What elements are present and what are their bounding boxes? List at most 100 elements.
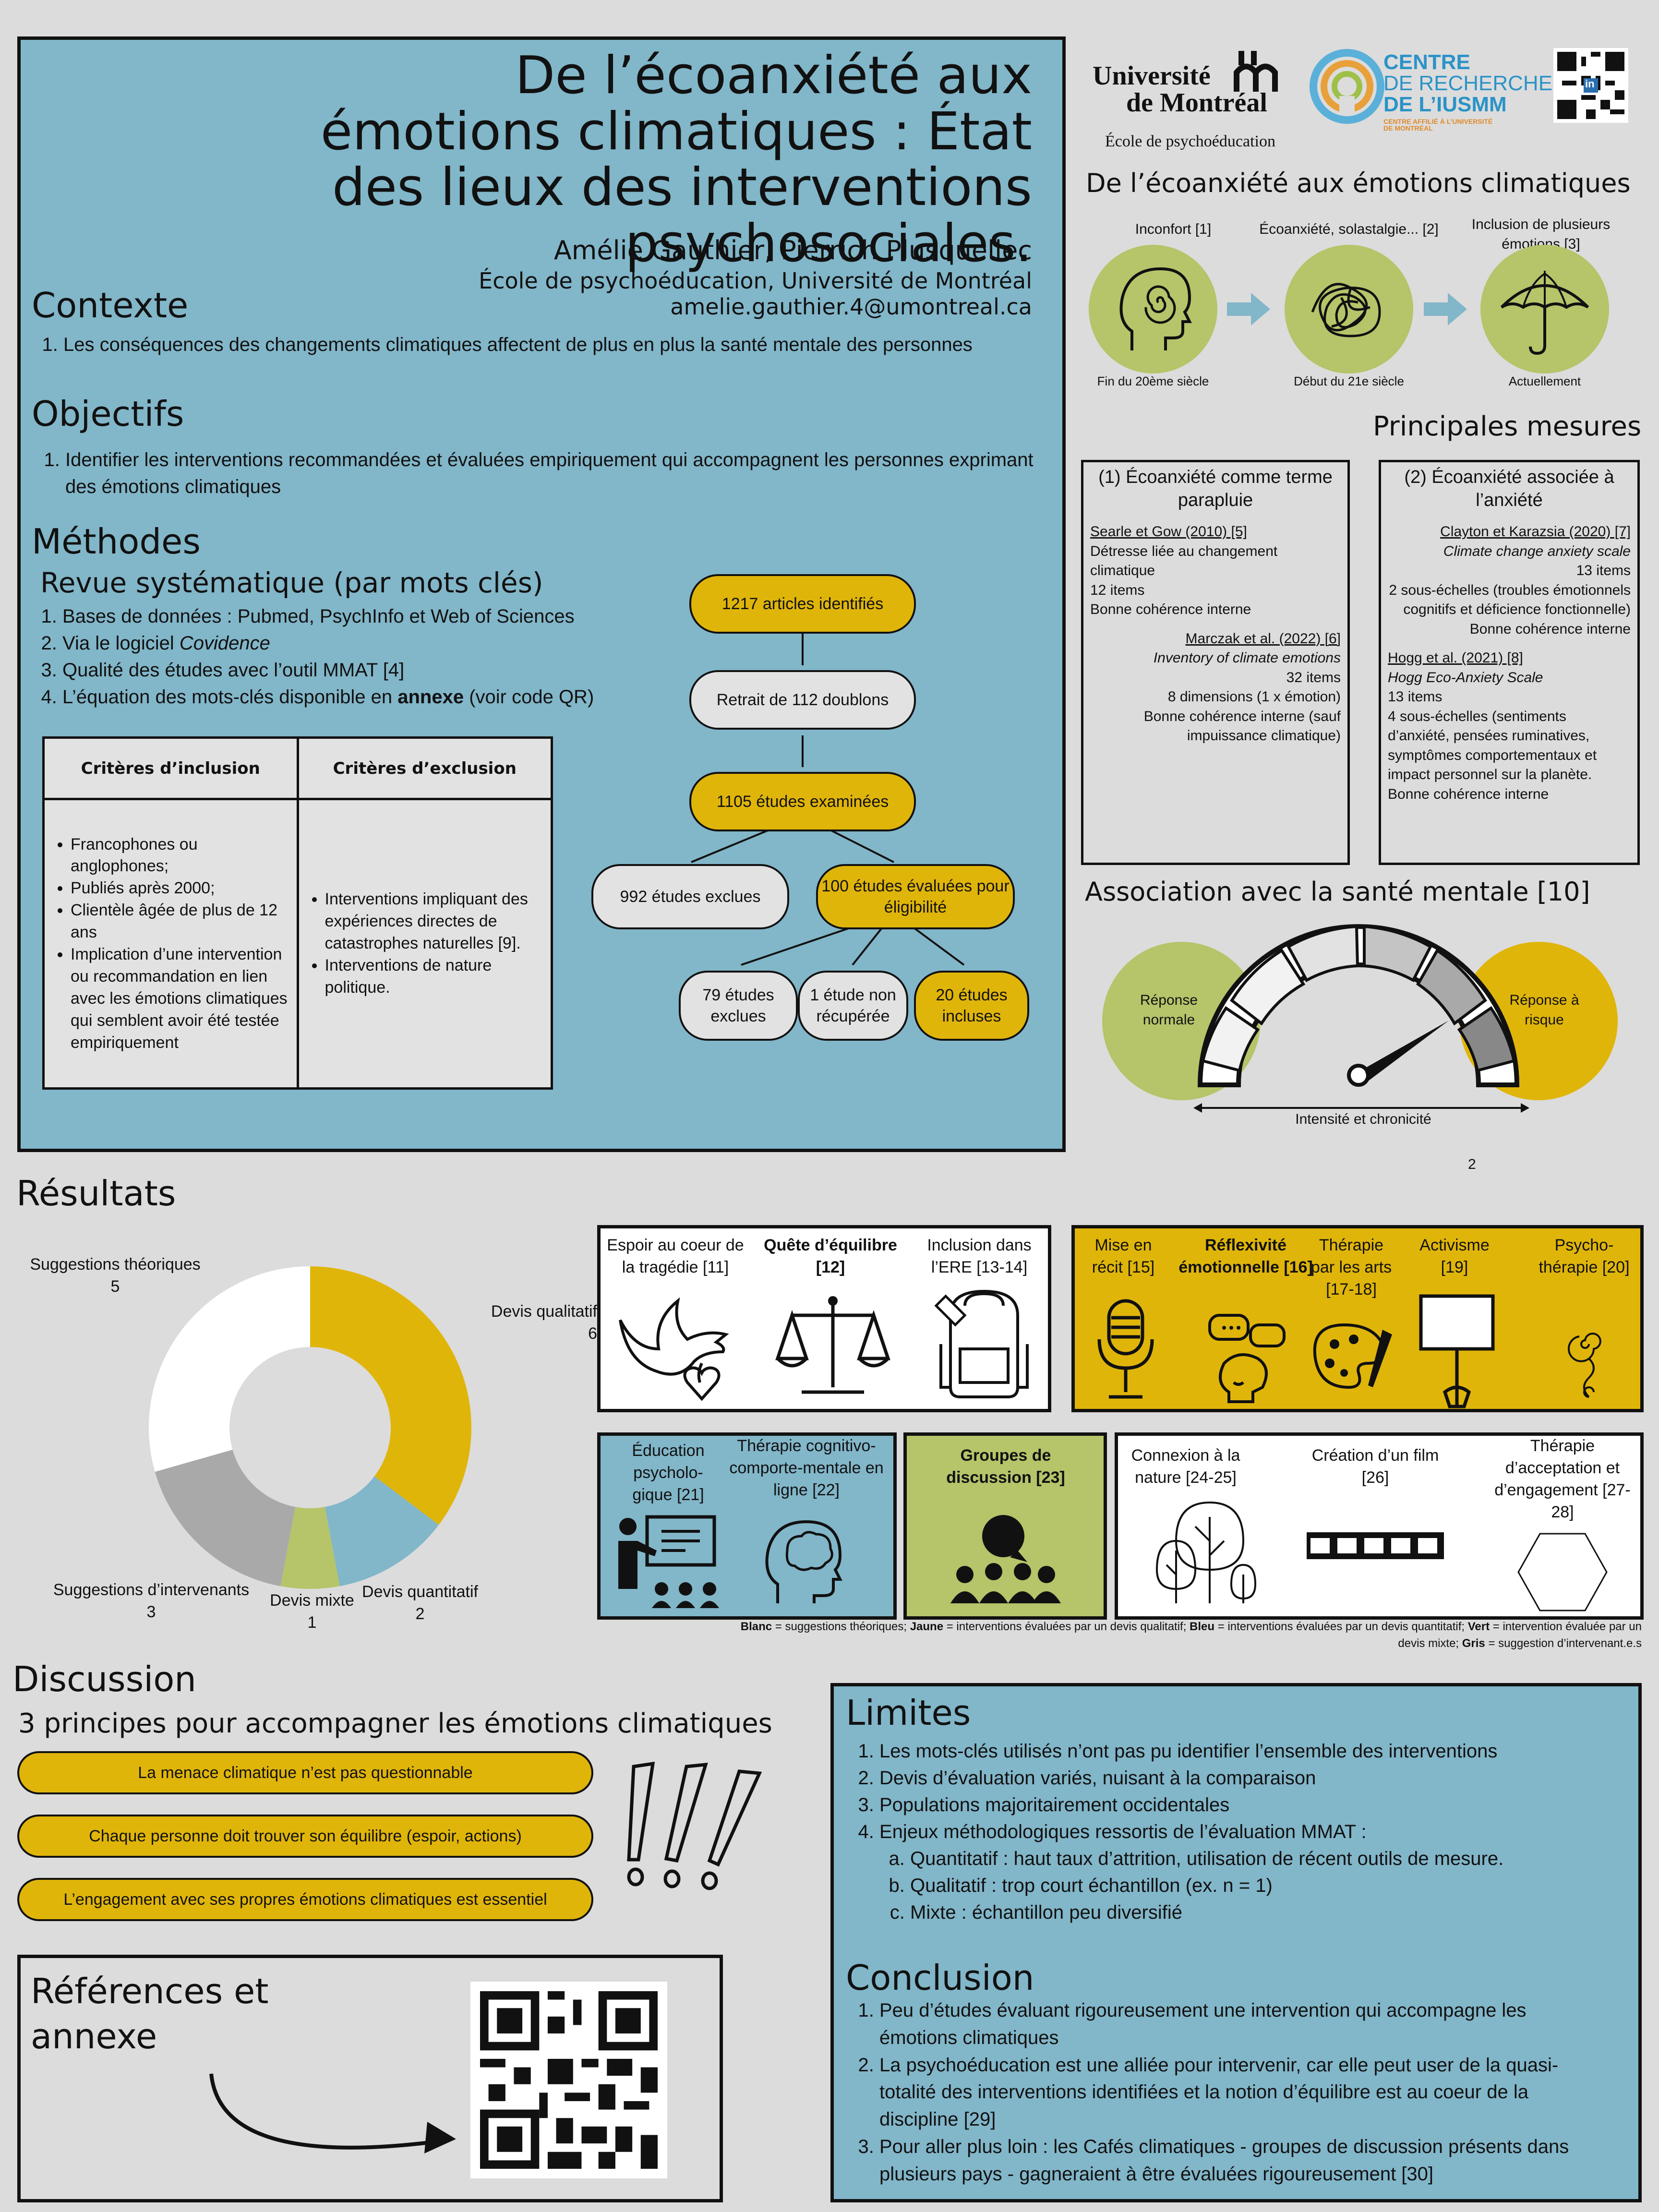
- timeline-step2-label: Écoanxiété, solastalgie... [2]: [1259, 221, 1439, 237]
- flow-eligibility: 100 études évaluées pour éligibilité: [816, 864, 1015, 929]
- arrow-right-icon: [1227, 293, 1270, 325]
- mesure-line: 32 items: [1286, 669, 1341, 685]
- flow-not-retrieved: 1 étude non récupérée: [798, 971, 908, 1041]
- umbrella-icon: [1500, 271, 1589, 355]
- limites-item: Devis d’évaluation variés, nuisant à la …: [879, 1765, 1647, 1791]
- methodes-subheading: Revue systématique (par mots clés): [40, 566, 543, 599]
- objectifs-list: Identifier les interventions recommandée…: [32, 446, 1049, 500]
- protest-sign-icon: [1419, 1294, 1495, 1408]
- cr-sub: CENTRE AFFILIÉ À L’UNIVERSITÉ DE MONTRÉA…: [1383, 118, 1493, 132]
- palette-icon: [1313, 1323, 1392, 1389]
- axis-arrow: [1193, 1103, 1529, 1113]
- contexte-heading: Contexte: [32, 285, 189, 325]
- resultats-heading: Résultats: [16, 1173, 176, 1214]
- teacher-icon: [618, 1515, 719, 1608]
- mesure-ref: Marczak et al. (2022) [6]: [1185, 630, 1341, 647]
- mesure-line: 4 sous-échelles (sentiments d’anxiété, p…: [1388, 708, 1597, 783]
- cr-line3: DE L’IUSMM: [1383, 93, 1507, 116]
- mesure-ref: Hogg et al. (2021) [8]: [1388, 650, 1523, 666]
- udem-logo: Université de Montréal: [1093, 51, 1285, 116]
- conclusion-item: Peu d’études évaluant rigoureusement une…: [879, 1997, 1590, 2052]
- axis-label: Intensité et chronicité: [1295, 1111, 1431, 1127]
- mesure-scale-name: Climate change anxiety scale: [1443, 543, 1631, 559]
- intervention-label: Espoir au coeur de la tragédie [11]: [607, 1236, 744, 1276]
- intervention-label: Éducation psycholo-gique [21]: [632, 1442, 705, 1504]
- intervention-label: Thérapie d’acceptation et d’engagement […: [1494, 1437, 1631, 1521]
- email: amelie.gauthier.4@umontreal.ca: [670, 294, 1032, 320]
- objectifs-item: Identifier les interventions recommandée…: [65, 446, 1049, 500]
- limites-heading: Limites: [846, 1693, 971, 1733]
- mesure-box-1-title: (1) Écoanxiété comme terme parapluie: [1098, 467, 1333, 510]
- brain-head-icon: [765, 1520, 842, 1603]
- thinking-icon: [1208, 1314, 1286, 1403]
- mesure-line: 8 dimensions (1 x émotion): [1167, 689, 1341, 705]
- scale-icon: [775, 1296, 890, 1394]
- contexte-list: Les conséquences des changements climati…: [32, 331, 999, 358]
- methodes-item: Via le logiciel Covidence: [62, 630, 686, 657]
- timeline-era-2: Début du 21e siècle: [1294, 374, 1404, 388]
- limites-subitem: Qualitatif : trop court échantillon (ex.…: [910, 1872, 1647, 1899]
- qr-badge: in: [1585, 78, 1595, 90]
- flow-examined: 1105 études examinées: [689, 772, 916, 831]
- resultats-legend: Blanc = suggestions théoriques; Jaune = …: [740, 1620, 1642, 1650]
- mesure-line: 2 sous-échelles (troubles émotionnels co…: [1389, 582, 1631, 618]
- conclusion-item: Pour aller plus loin : les Cafés climati…: [879, 2133, 1590, 2188]
- limites-list: Les mots-clés utilisés n’ont pas pu iden…: [848, 1738, 1647, 1926]
- discussion-heading: Discussion: [12, 1659, 196, 1699]
- donut-slice-1: [325, 1476, 439, 1587]
- principle-pill: Chaque personne doit trouver son équilib…: [17, 1815, 593, 1858]
- exclusion-item: Interventions impliquant des expériences…: [325, 889, 544, 955]
- mesure-line: Bonne cohérence interne: [1388, 786, 1549, 802]
- intervention-label: Groupes de discussion [23]: [946, 1446, 1065, 1487]
- hexagon-icon: [1517, 1533, 1608, 1611]
- affiliation: École de psychoéducation, Université de …: [479, 268, 1032, 294]
- spiral-icon: [1568, 1333, 1601, 1398]
- references-qr-code[interactable]: [470, 1982, 667, 2178]
- objectifs-heading: Objectifs: [32, 394, 184, 434]
- udem-subtitle: École de psychoéducation: [1105, 132, 1275, 150]
- intervention-label: Connexion à la nature [24-25]: [1131, 1446, 1240, 1487]
- methodes-item: Qualité des études avec l’outil MMAT [4]: [62, 657, 686, 684]
- flow-duplicates: Retrait de 112 doublons: [689, 670, 916, 730]
- exclusion-header: Critères d’exclusion: [296, 736, 553, 800]
- criteria-table: Critères d’inclusion Critères d’exclusio…: [42, 736, 553, 1090]
- film-strip-icon: [1307, 1532, 1444, 1559]
- discussion-subheading: 3 principes pour accompagner les émotion…: [18, 1708, 772, 1739]
- cr-line1: CENTRE: [1383, 50, 1470, 74]
- mesure-line: Bonne cohérence interne: [1090, 601, 1251, 617]
- methodes-list: Bases de données : Pubmed, PsychInfo et …: [32, 603, 686, 710]
- flow-included: 20 études incluses: [914, 971, 1029, 1041]
- intervention-label: Activisme [19]: [1419, 1236, 1490, 1276]
- inclusion-header: Critères d’inclusion: [42, 736, 299, 800]
- conclusion-list: Peu d’études évaluant rigoureusement une…: [848, 1997, 1590, 2188]
- methodes-item: Bases de données : Pubmed, PsychInfo et …: [62, 603, 686, 630]
- inclusion-item: Implication d’une intervention ou recomm…: [71, 944, 290, 1054]
- intervention-label: Réflexivité émotionnelle [16]: [1178, 1236, 1313, 1276]
- qr-code-top[interactable]: in: [1553, 48, 1628, 123]
- mesure-line: Bonne cohérence interne: [1469, 621, 1631, 637]
- cr-line2: DE RECHERCHE: [1383, 72, 1553, 95]
- intervention-label: Psycho-thérapie [20]: [1539, 1236, 1630, 1276]
- cr-iusmm-logo-icon: [1310, 49, 1384, 124]
- donut-slice-4: [149, 1266, 310, 1472]
- head-spiral-icon: [1119, 267, 1192, 350]
- timeline-circle-2: [1285, 245, 1413, 373]
- mesure-scale-name: Inventory of climate emotions: [1153, 650, 1341, 666]
- mesures-heading: Principales mesures: [1373, 411, 1642, 442]
- conclusion-heading: Conclusion: [846, 1958, 1034, 1998]
- donut-slice-3: [155, 1449, 296, 1587]
- mesure-box-2-title: (2) Écoanxiété associée à l’anxiété: [1404, 467, 1614, 510]
- association-heading: Association avec la santé mentale [10]: [1085, 877, 1590, 907]
- poster-title: De l’écoanxiété aux émotions climatiques…: [320, 46, 1032, 274]
- intervention-label: Mise en récit [15]: [1092, 1236, 1155, 1276]
- flow-identified: 1217 articles identifiés: [689, 574, 916, 634]
- udem-emblem-icon: [1234, 51, 1278, 92]
- risk-response-label: Réponse à risque: [1509, 992, 1579, 1028]
- contexte-item: Les conséquences des changements climati…: [63, 331, 999, 358]
- limites-item: Enjeux méthodologiques ressortis de l’év…: [879, 1818, 1647, 1926]
- limites-item: Les mots-clés utilisés n’ont pas pu iden…: [879, 1738, 1647, 1765]
- backpack-icon: [934, 1289, 1029, 1398]
